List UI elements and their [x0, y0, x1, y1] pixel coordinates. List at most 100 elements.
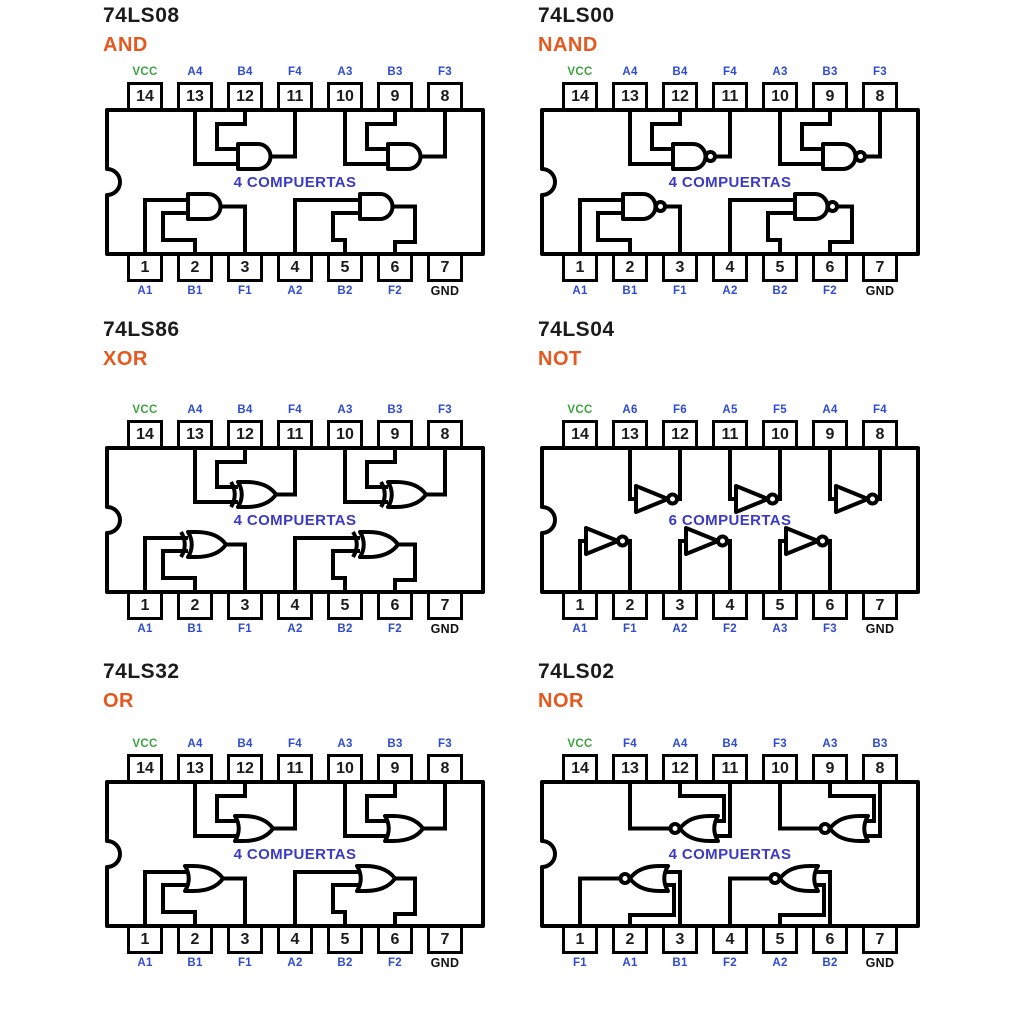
pin-signal-label: A3 — [822, 738, 838, 750]
pin-signal-label: A2 — [287, 285, 303, 297]
pin: B4 12 — [220, 737, 270, 783]
pin-number-box: 9 — [377, 420, 413, 449]
pin: 2 B1 — [170, 591, 220, 637]
pin-signal-label: F3 — [872, 66, 888, 78]
pin-number-box: 14 — [127, 82, 163, 111]
pin-signal-label: A1 — [137, 623, 153, 635]
pin-signal-label: A2 — [287, 957, 303, 969]
pin: 5 B2 — [320, 925, 370, 971]
pin-number-box: 6 — [812, 925, 848, 954]
pin-number-box: 13 — [612, 754, 648, 783]
pin: 7 GND — [855, 925, 905, 971]
pin-number-box: 7 — [862, 591, 898, 620]
pin-number-box: 10 — [327, 754, 363, 783]
pin-number-box: 6 — [377, 925, 413, 954]
pin-signal-label: GND — [865, 956, 895, 970]
not-gate-icon — [584, 484, 879, 556]
pin-signal-label: A1 — [137, 285, 153, 297]
pin: F3 8 — [420, 737, 470, 783]
pin-signal-label: A2 — [672, 623, 688, 635]
pin: F3 8 — [420, 403, 470, 449]
pin-signal-label: A2 — [772, 957, 788, 969]
chip-part-number: 74LS04 — [538, 318, 615, 341]
pin-signal-label: F2 — [722, 957, 738, 969]
pin-signal-label: VCC — [132, 738, 158, 750]
bottom-pin-row: 1 A1 2 F1 3 A2 4 F2 5 A3 6 F3 — [540, 591, 920, 637]
pin-number-box: 3 — [662, 591, 698, 620]
pin: F4 11 — [270, 403, 320, 449]
chip-diagram: VCC 14 A4 13 B4 12 F4 11 A3 10 B3 9 — [105, 65, 485, 299]
pin: 2 A1 — [605, 925, 655, 971]
pin-number-box: 12 — [662, 754, 698, 783]
pin: F4 11 — [270, 65, 320, 111]
pin-signal-label: F2 — [387, 957, 403, 969]
ic-body: 6 COMPUERTAS — [540, 446, 920, 594]
chip-part-number: 74LS00 — [538, 4, 615, 27]
pin-signal-label: GND — [865, 284, 895, 298]
pin-signal-label: A3 — [772, 66, 788, 78]
bottom-pin-row: 1 A1 2 B1 3 F1 4 A2 5 B2 6 F2 — [105, 925, 485, 971]
pin-number-box: 8 — [862, 754, 898, 783]
pin-number-box: 14 — [127, 420, 163, 449]
pin-number-box: 9 — [377, 82, 413, 111]
pin-number-box: 2 — [177, 925, 213, 954]
pin-signal-label: B4 — [237, 404, 253, 416]
pin-number-box: 8 — [427, 82, 463, 111]
gate-count-label: 6 COMPUERTAS — [668, 512, 792, 529]
pin-signal-label: A4 — [187, 738, 203, 750]
chip-panel-74ls32: 74LS32 OR VCC 14 A4 13 B4 12 F4 11 A3 — [91, 660, 531, 971]
pin: A3 9 — [805, 737, 855, 783]
pin-number-box: 9 — [812, 82, 848, 111]
bottom-pin-row: 1 A1 2 B1 3 F1 4 A2 5 B2 6 F2 — [105, 253, 485, 299]
chip-panel-74ls86: 74LS86 XOR VCC 14 A4 13 B4 12 F4 11 A3 — [91, 318, 531, 637]
pin-number-box: 4 — [712, 925, 748, 954]
pin: A3 10 — [755, 65, 805, 111]
pin-number-box: 11 — [712, 82, 748, 111]
pin: 6 F3 — [805, 591, 855, 637]
pin-number-box: 6 — [377, 591, 413, 620]
pin-number-box: 2 — [612, 253, 648, 282]
pin-signal-label: B1 — [187, 285, 203, 297]
pin-number-box: 2 — [177, 253, 213, 282]
pin-signal-label: A4 — [187, 66, 203, 78]
pin-number-box: 5 — [762, 925, 798, 954]
pin-signal-label: A2 — [287, 623, 303, 635]
pin: B4 12 — [220, 65, 270, 111]
pin-signal-label: F4 — [287, 66, 303, 78]
pin-number-box: 10 — [762, 754, 798, 783]
pin-signal-label: VCC — [132, 66, 158, 78]
pin: VCC 14 — [120, 65, 170, 111]
gate-wiring — [578, 108, 882, 256]
pin: 1 A1 — [555, 591, 605, 637]
pin: 4 F2 — [705, 591, 755, 637]
pin: B3 8 — [855, 737, 905, 783]
pin-number-box: 10 — [762, 420, 798, 449]
pin-number-box: 13 — [177, 82, 213, 111]
and-gate-diagram — [105, 108, 485, 256]
pin-signal-label: B1 — [622, 285, 638, 297]
chip-part-number: 74LS86 — [103, 318, 180, 341]
pin-signal-label: F1 — [237, 623, 253, 635]
pin-number-box: 3 — [227, 253, 263, 282]
top-pin-row: VCC 14 A4 13 B4 12 F4 11 A3 10 B3 9 — [105, 403, 485, 449]
pin-signal-label: B2 — [772, 285, 788, 297]
pin-signal-label: F5 — [772, 404, 788, 416]
pin-number-box: 5 — [762, 591, 798, 620]
bottom-pin-row: 1 A1 2 B1 3 F1 4 A2 5 B2 6 F2 — [540, 253, 920, 299]
pin-signal-label: VCC — [567, 66, 593, 78]
chip-function-label: NAND — [538, 34, 598, 56]
pin-signal-label: A4 — [187, 404, 203, 416]
pin-signal-label: F4 — [722, 66, 738, 78]
pin-number-box: 5 — [327, 925, 363, 954]
pin-number-box: 1 — [562, 591, 598, 620]
pin: VCC 14 — [120, 403, 170, 449]
pin-signal-label: A1 — [572, 285, 588, 297]
chip-panel-74ls04: 74LS04 NOT VCC 14 A6 13 F6 12 A5 11 F5 — [526, 318, 966, 637]
pin-number-box: 11 — [277, 754, 313, 783]
pin: A4 13 — [170, 65, 220, 111]
pin-number-box: 10 — [327, 82, 363, 111]
pin-signal-label: B3 — [387, 66, 403, 78]
chip-diagram: VCC 14 A4 13 B4 12 F4 11 A3 10 B3 9 — [540, 65, 920, 299]
pin-number-box: 11 — [277, 82, 313, 111]
